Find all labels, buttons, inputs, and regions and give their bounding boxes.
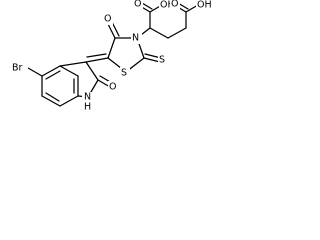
bond [59, 61, 87, 67]
bond [149, 27, 169, 39]
atom-labels: Br N H O O S N S OH O OH O [11, 0, 214, 113]
atom-oh-acid1: OH [160, 0, 175, 11]
atom-n: N [84, 92, 91, 103]
bond [143, 57, 161, 63]
atom-br: Br [12, 63, 23, 74]
atom-oh-acid2: OH [197, 0, 212, 11]
bond [141, 2, 153, 10]
bond [45, 92, 60, 102]
atom-o-acid1: O [134, 0, 141, 10]
atom-o-acid2: O [171, 0, 178, 10]
atom-h: H [84, 102, 91, 113]
bond [85, 57, 109, 63]
bond [27, 67, 43, 77]
bond [59, 65, 79, 77]
atom-o-lactam: O [109, 82, 116, 93]
bond [167, 27, 187, 39]
atom-n3: N [132, 33, 139, 44]
bond [111, 21, 120, 37]
bond [107, 23, 116, 39]
atom-s-thione: S [159, 55, 165, 66]
atom-s-ring: S [121, 68, 127, 79]
bond [85, 61, 99, 81]
bond [107, 37, 116, 59]
atom-o-keto: O [104, 14, 111, 25]
bond [45, 70, 61, 80]
bond [86, 53, 107, 58]
bond [41, 95, 61, 107]
bond [59, 95, 79, 107]
bond [41, 65, 61, 77]
chemical-structure: Br N H O O S N S OH O OH O [11, 0, 214, 113]
